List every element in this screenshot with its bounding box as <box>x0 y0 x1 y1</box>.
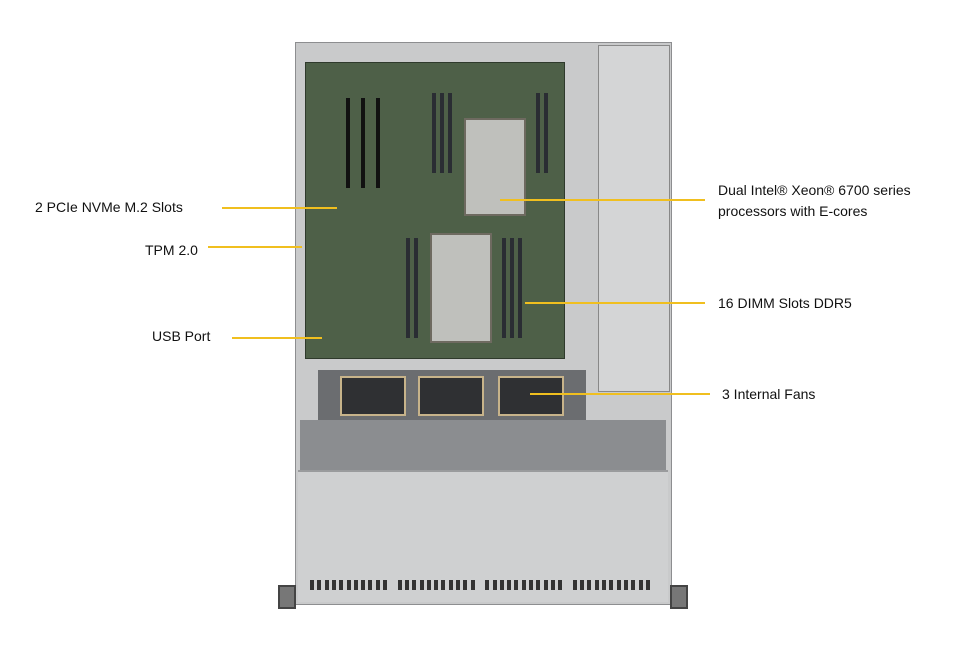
vent-slot <box>550 580 555 590</box>
vent-slot <box>514 580 519 590</box>
dimm-slot <box>414 238 418 338</box>
power-supply <box>598 45 670 392</box>
vent-slot <box>339 580 344 590</box>
motherboard <box>305 62 565 359</box>
vent-slot <box>448 580 453 590</box>
callout-line-m2 <box>222 207 337 209</box>
dimm-slot <box>518 238 522 338</box>
rack-handle-left <box>278 585 296 609</box>
vent-slot <box>558 580 563 590</box>
vent-slot <box>383 580 387 590</box>
label-processors-line1: Dual Intel® Xeon® 6700 series <box>718 182 911 198</box>
vent-slot <box>623 580 628 590</box>
callout-line-processors <box>500 199 705 201</box>
vent-slot <box>346 580 351 590</box>
vent-slot <box>485 580 490 590</box>
vent-slot <box>441 580 446 590</box>
vent-slot <box>638 580 643 590</box>
vent-slot <box>587 580 592 590</box>
vent-slot <box>353 580 358 590</box>
pcie-slot <box>376 98 380 188</box>
vent-slot <box>631 580 636 590</box>
label-tpm: TPM 2.0 <box>145 242 198 258</box>
callout-line-dimm <box>525 302 705 304</box>
vent-slot <box>404 580 409 590</box>
dimm-slot <box>510 238 514 338</box>
fan <box>498 376 564 416</box>
label-dimm-slots: 16 DIMM Slots DDR5 <box>718 295 852 311</box>
callout-line-fans <box>530 393 710 395</box>
cpu-heatsink-2 <box>430 233 492 343</box>
vent-slot <box>324 580 329 590</box>
dimm-slot <box>440 93 444 173</box>
vent-slot <box>602 580 606 590</box>
vent-slot <box>521 580 526 590</box>
callout-line-usb <box>232 337 322 339</box>
vent-slot <box>419 580 424 590</box>
label-fans: 3 Internal Fans <box>722 386 816 402</box>
vent-slot <box>572 580 577 590</box>
vent-slot <box>543 580 548 590</box>
dimm-slot <box>502 238 506 338</box>
fan-bay <box>318 370 586 422</box>
fan <box>340 376 406 416</box>
vent-slot <box>499 580 504 590</box>
vent-slot <box>456 580 460 590</box>
cpu-heatsink-1 <box>464 118 526 216</box>
vent-slot <box>594 580 599 590</box>
vent-slot <box>368 580 373 590</box>
vent-slot <box>645 580 650 590</box>
vent-slot <box>310 580 314 590</box>
vent-slot <box>434 580 439 590</box>
vent-slot <box>317 580 322 590</box>
vent-slot <box>412 580 417 590</box>
callout-line-tpm <box>208 246 302 248</box>
vent-slot <box>536 580 541 590</box>
label-usb-port: USB Port <box>152 328 211 344</box>
vent-slot <box>331 580 336 590</box>
vent-slot <box>463 580 468 590</box>
vent-slot <box>616 580 621 590</box>
vent-slot <box>529 580 533 590</box>
pcie-slot <box>346 98 350 188</box>
dimm-slot <box>406 238 410 338</box>
pcie-slot <box>361 98 365 188</box>
dimm-slot <box>432 93 436 173</box>
vent-slot <box>609 580 614 590</box>
label-processors-line2: processors with E-cores <box>718 203 868 219</box>
vent-slot <box>470 580 475 590</box>
dimm-slot <box>536 93 540 173</box>
dimm-slot <box>544 93 548 173</box>
vent-slot <box>580 580 585 590</box>
front-panel <box>298 470 668 602</box>
dimm-slot <box>448 93 452 173</box>
vent-slot <box>375 580 380 590</box>
vent-slot <box>507 580 512 590</box>
fan <box>418 376 484 416</box>
vent-slot <box>397 580 402 590</box>
vent-slot <box>492 580 497 590</box>
cable-area <box>300 420 666 470</box>
vent-slot <box>426 580 431 590</box>
vent-slot <box>361 580 366 590</box>
rack-handle-right <box>670 585 688 609</box>
label-m2-slots: 2 PCIe NVMe M.2 Slots <box>35 199 183 215</box>
